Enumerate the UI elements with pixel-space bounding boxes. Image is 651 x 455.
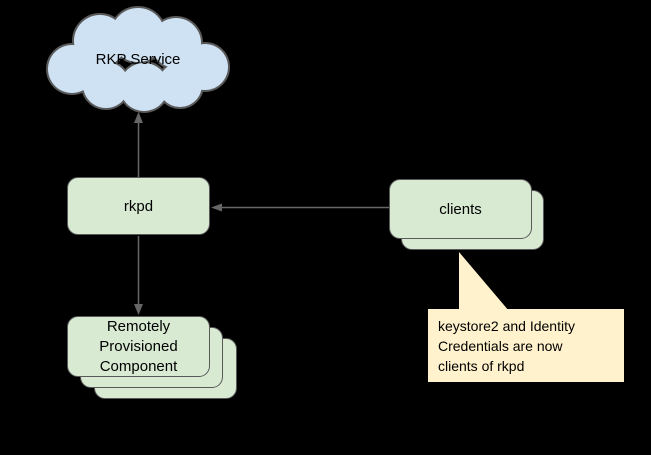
- callout-text-line: clients of rkpd: [438, 358, 525, 374]
- clients-box-front: clients: [389, 179, 532, 239]
- rpc-box-front: Remotely Provisioned Component: [67, 316, 210, 377]
- rpc-label-line: Provisioned: [99, 337, 178, 355]
- arrowhead-down-icon: [134, 304, 143, 315]
- cloud-label: RKP Service: [95, 50, 181, 68]
- callout-bubble: keystore2 and Identity Credentials are n…: [428, 309, 624, 382]
- rkpd-box: rkpd: [67, 177, 210, 235]
- callout-text-line: keystore2 and Identity: [438, 318, 575, 334]
- rpc-label-line: Remotely: [106, 317, 171, 335]
- callout-text-line: Credentials are now: [438, 338, 563, 354]
- callout-tail: [459, 252, 509, 311]
- arrowhead-left-icon: [211, 203, 222, 212]
- rpc-label-line: Component: [99, 357, 178, 375]
